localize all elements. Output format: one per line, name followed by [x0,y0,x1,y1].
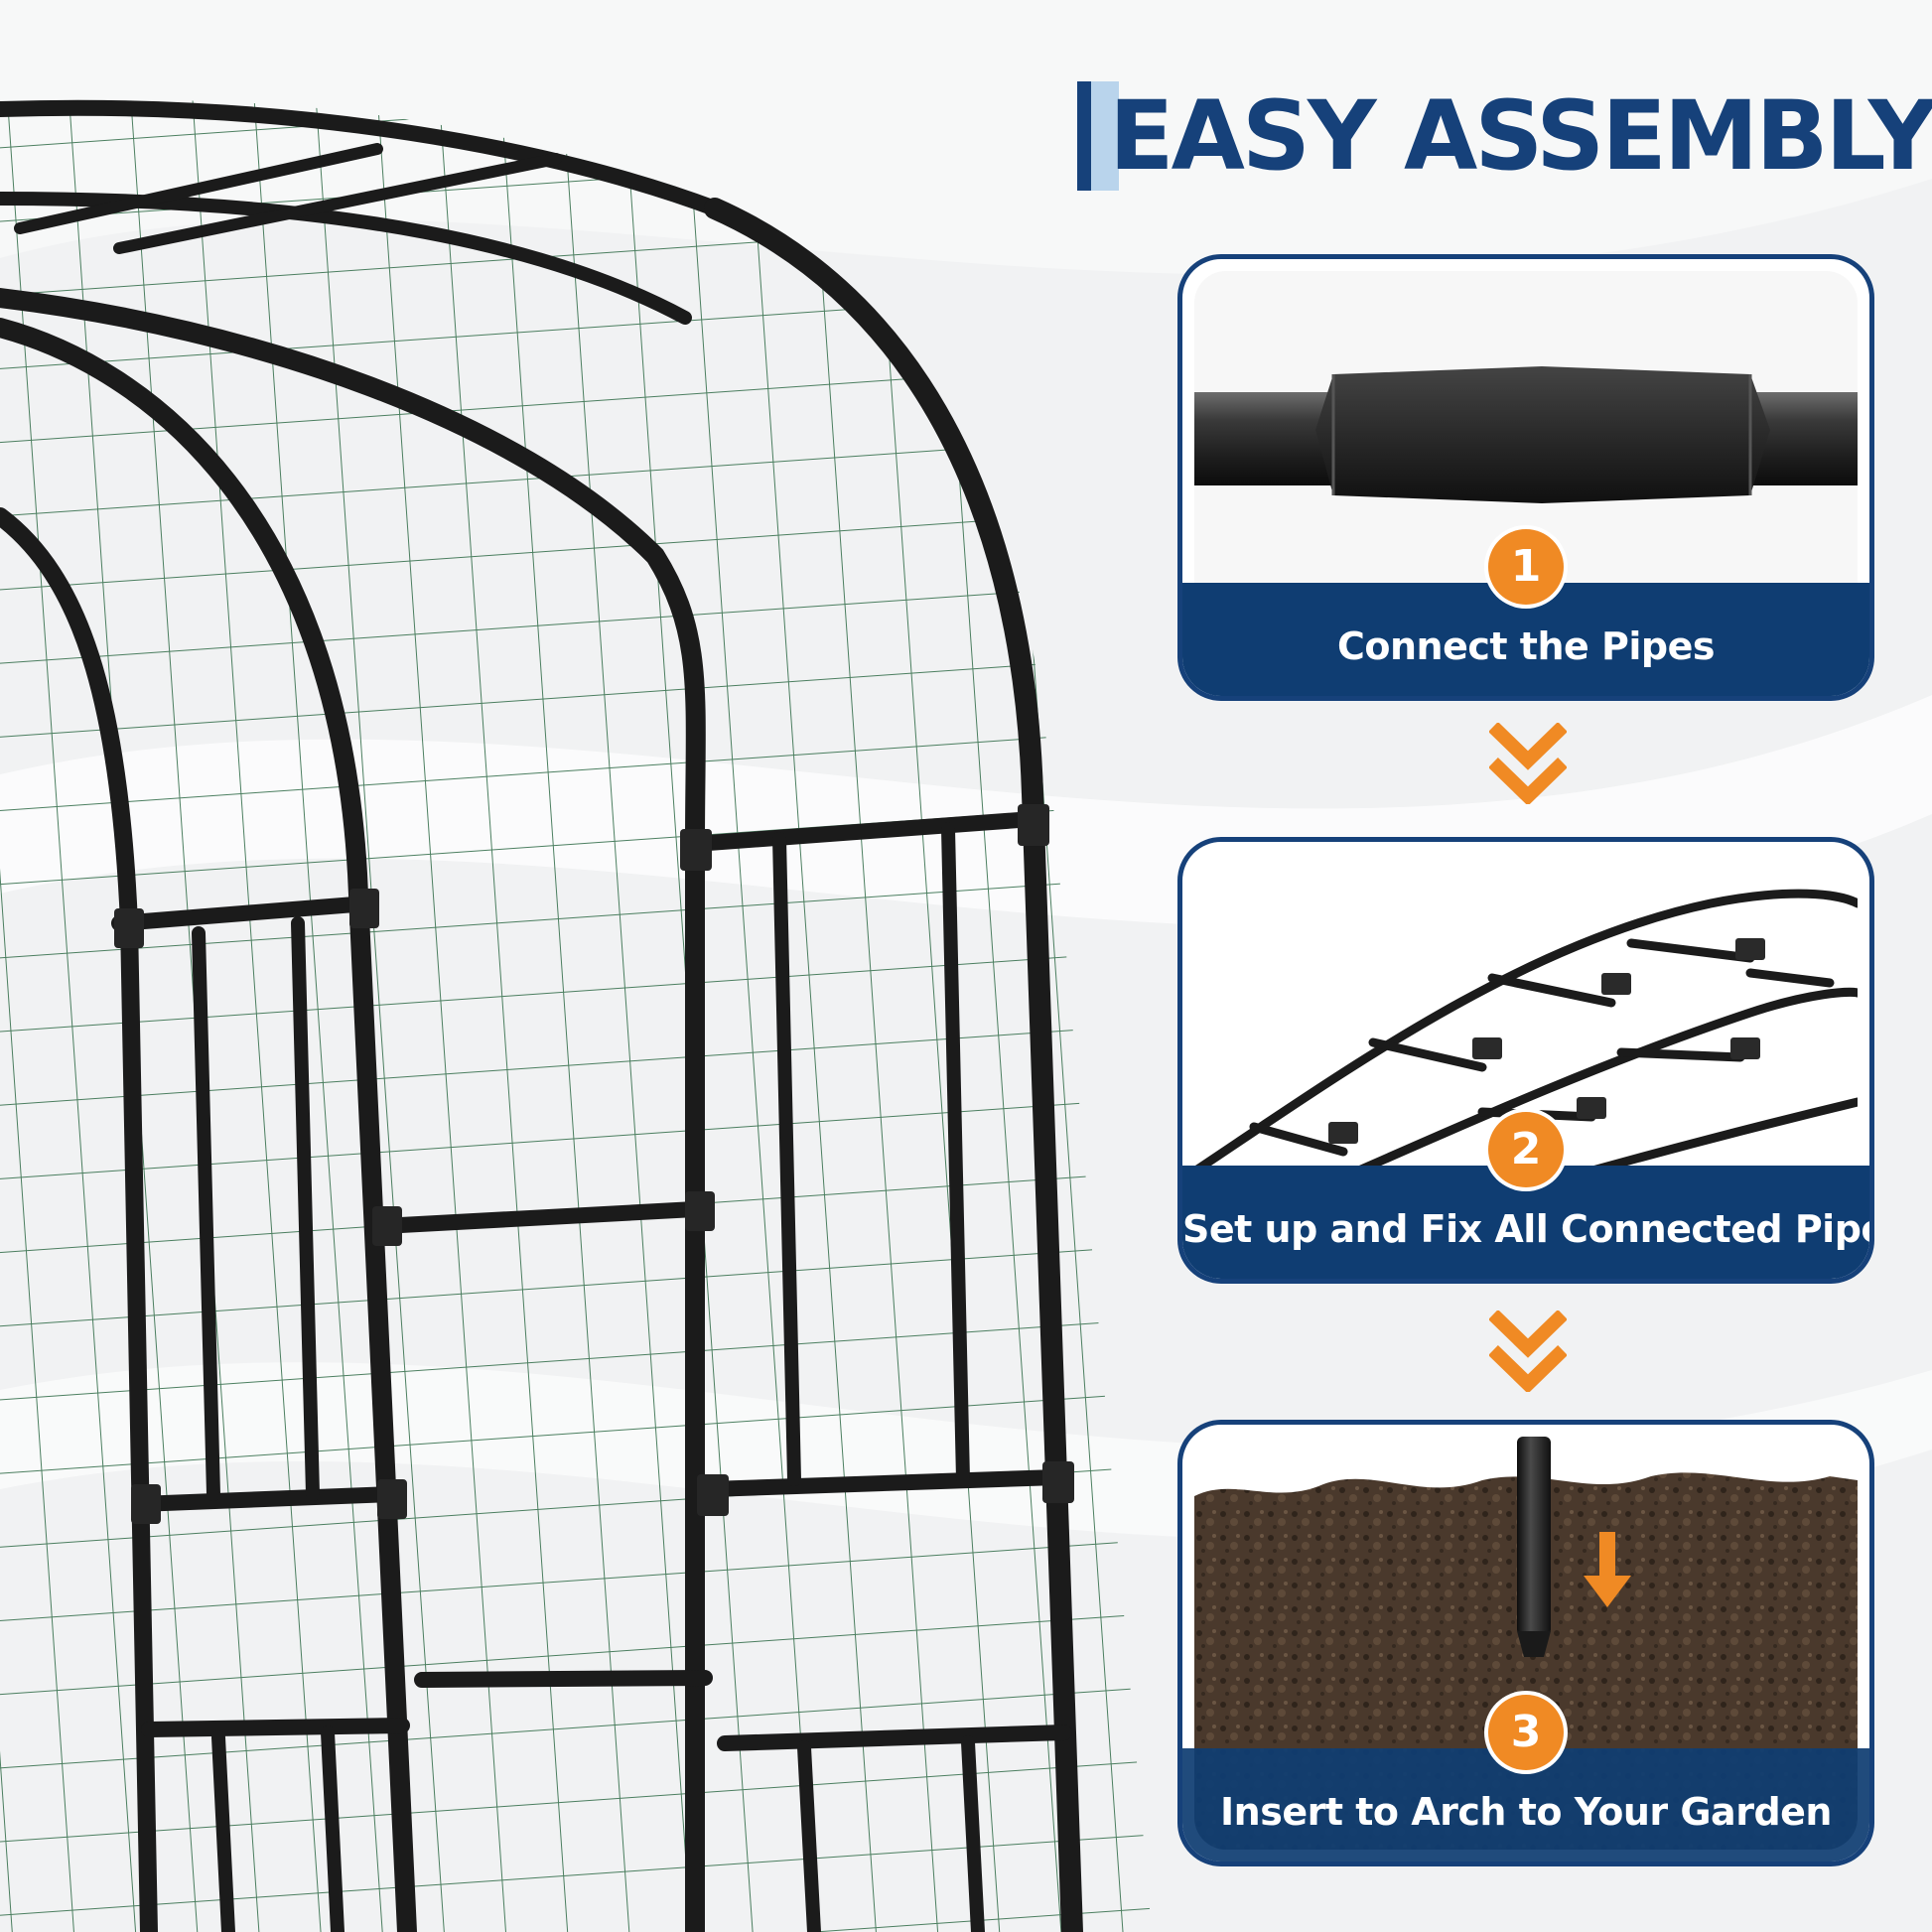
step-number-badge-2: 2 [1488,1112,1564,1187]
garden-arch-illustration [0,99,1152,1932]
chevron-down-double-icon [1489,1311,1567,1392]
headline-text: EASY ASSEMBLY [1109,80,1932,192]
step-card-2: 2 Set up and Fix All Connected Pipes [1177,837,1874,1284]
step-card-1: 1 Connect the Pipes [1177,254,1874,701]
headline: EASY ASSEMBLY [1077,71,1932,201]
step-label-1: Connect the Pipes [1337,624,1715,668]
step-number-badge-1: 1 [1488,529,1564,605]
step-label-3: Insert to Arch to Your Garden [1220,1790,1832,1834]
headline-accent-bar-light [1091,81,1119,191]
headline-accent-bar [1077,81,1091,191]
step-number-badge-3: 3 [1488,1695,1564,1770]
chevron-down-double-icon [1489,723,1567,804]
step-card-3: 3 Insert to Arch to Your Garden [1177,1420,1874,1866]
step-label-2: Set up and Fix All Connected Pipes [1182,1207,1874,1251]
